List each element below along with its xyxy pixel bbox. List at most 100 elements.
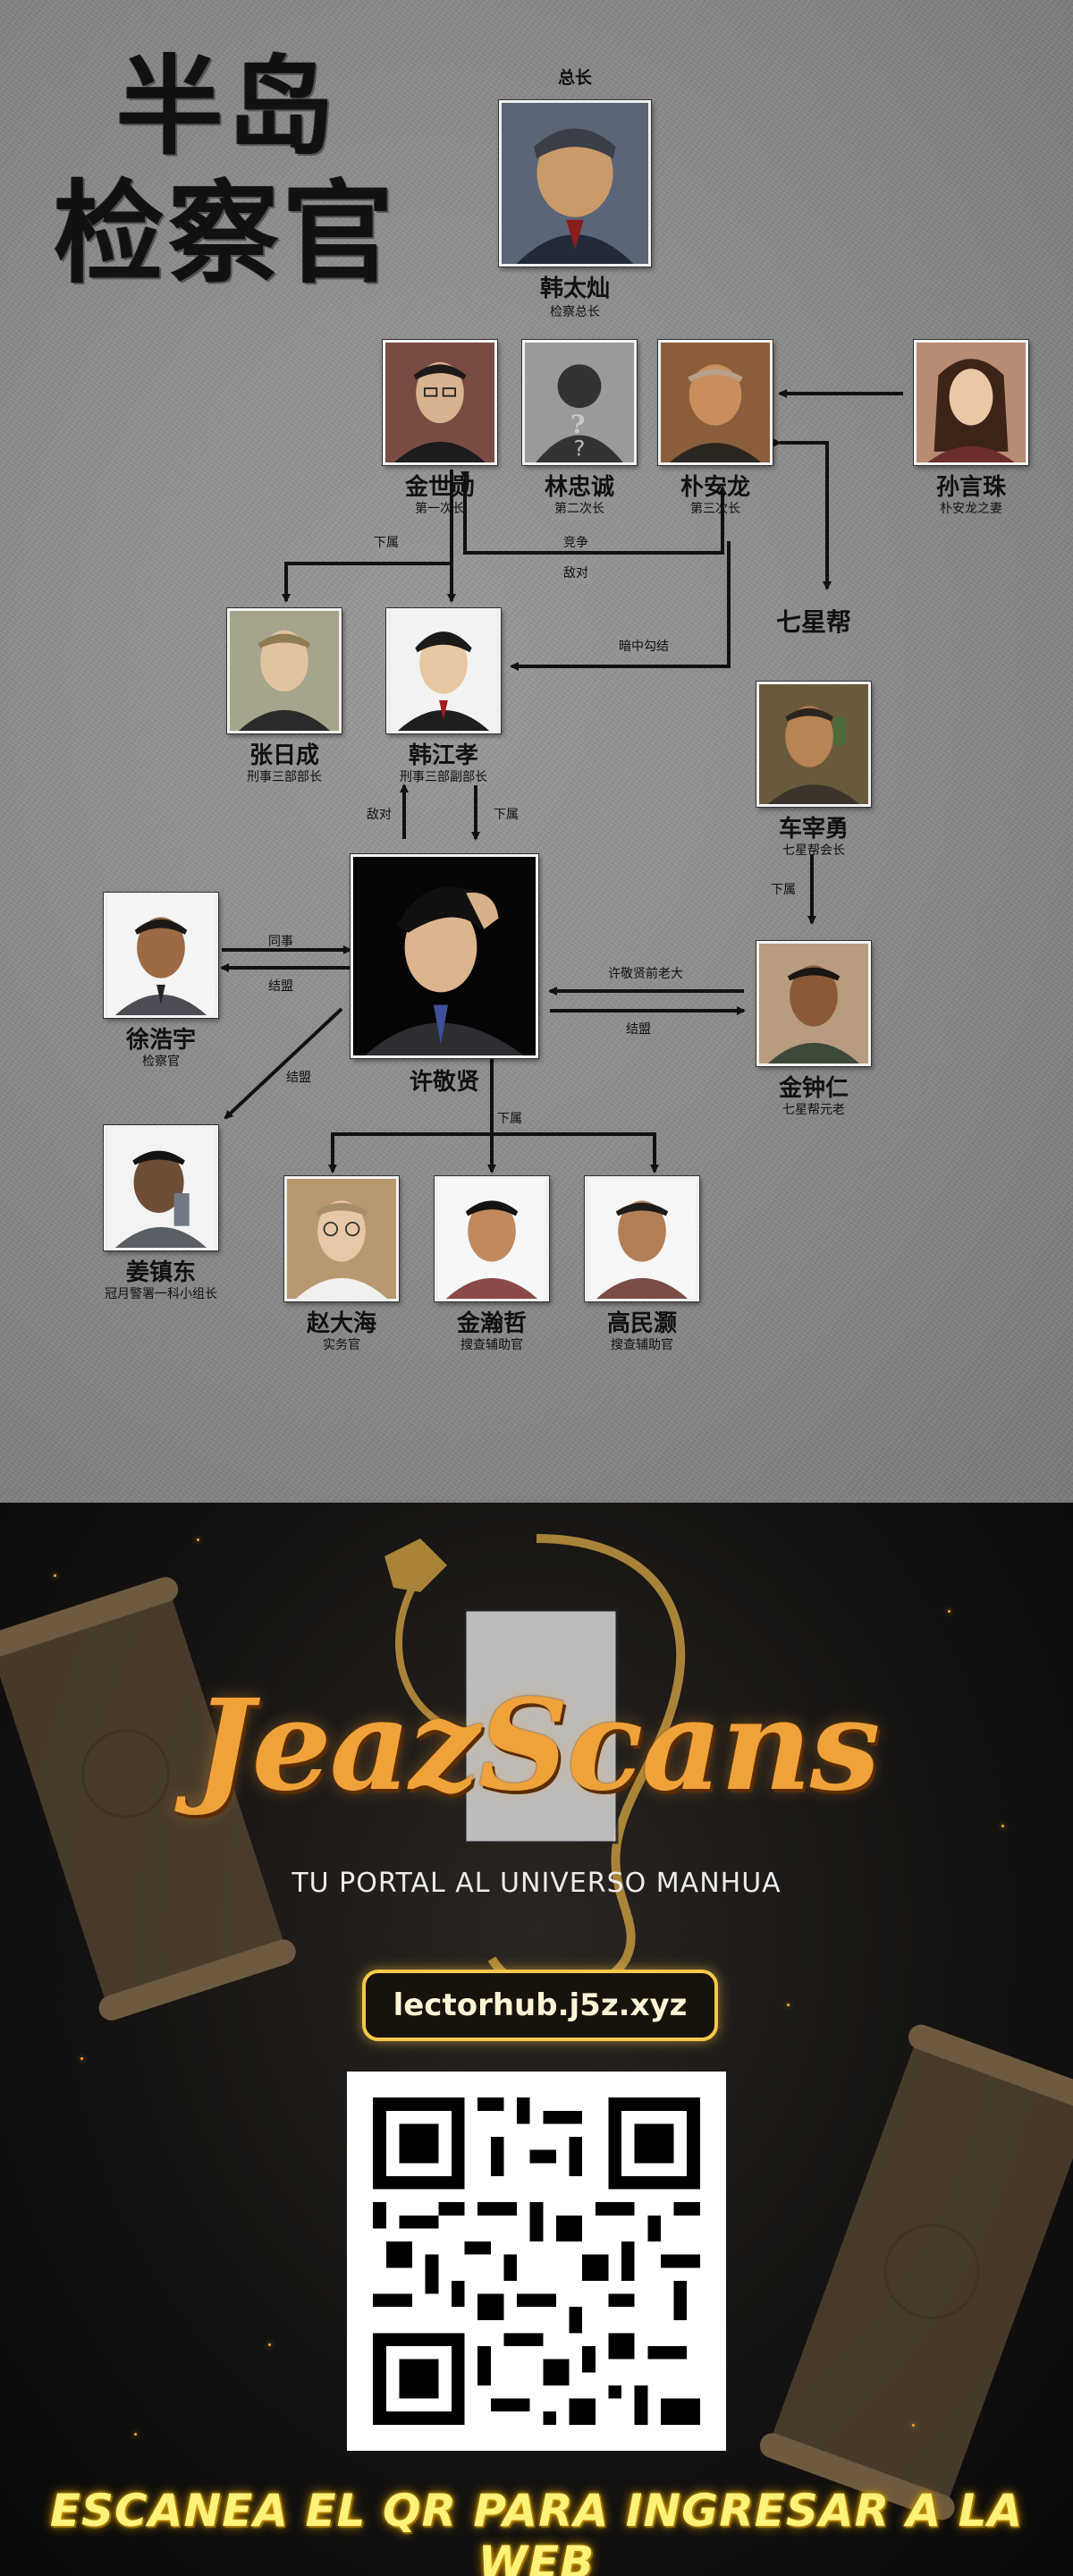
role-sun-yanzhu: 朴安龙之妻 xyxy=(940,502,1002,516)
role-kim-hanzhe: 搜查辅助官 xyxy=(460,1338,523,1352)
name-lin-zhongcheng: 林忠诚 xyxy=(544,474,614,501)
website-url-link[interactable]: lectorhub.j5z.xyz xyxy=(362,1970,718,2041)
label-secret-collusion: 暗中勾结 xyxy=(619,640,669,654)
edge-alliance-3 xyxy=(224,1007,343,1120)
node-han-taecan: 总长 韩太灿 检察总长 xyxy=(499,68,651,319)
portrait-xu-haoyu xyxy=(104,893,218,1018)
name-kim-shixun: 金世勋 xyxy=(404,474,475,501)
name-zhao-dahai: 赵大海 xyxy=(306,1310,376,1337)
qr-code[interactable] xyxy=(347,2072,726,2451)
spark xyxy=(80,2057,83,2060)
spark xyxy=(54,1574,56,1577)
top-label-chief: 总长 xyxy=(557,68,592,88)
spark xyxy=(912,2424,915,2427)
spark xyxy=(858,1771,861,1774)
name-gao-minhao: 高民灏 xyxy=(606,1310,677,1337)
label-alliance-2: 结盟 xyxy=(626,1022,651,1037)
label-old-boss: 许敬贤前老大 xyxy=(608,967,683,981)
brand-tagline: TU PORTAL AL UNIVERSO MANHUA xyxy=(291,1868,782,1899)
label-kim-subordinate: 下属 xyxy=(374,536,399,550)
unknown-mark: ? xyxy=(570,410,586,439)
relationship-connectors xyxy=(220,389,903,1174)
label-rivalry: 竞争 xyxy=(563,536,588,550)
spark xyxy=(268,2343,271,2346)
name-han-jiangxiao: 韩江孝 xyxy=(408,742,478,769)
node-che-zaiyong: 车宰勇 七星帮会长 xyxy=(756,682,871,858)
portrait-park-anlong xyxy=(658,340,773,465)
role-che-zaiyong: 七星帮会长 xyxy=(782,843,845,858)
node-kim-shixun: 金世勋 第一次长 xyxy=(383,340,497,516)
portrait-han-jiangxiao xyxy=(386,608,501,733)
portrait-han-taecan xyxy=(499,100,651,267)
portrait-zhang-richeng xyxy=(227,608,342,733)
role-kim-shixun: 第一次长 xyxy=(415,502,465,516)
node-han-jiangxiao: 韩江孝 刑事三部副部长 xyxy=(386,608,501,784)
spark xyxy=(197,1538,199,1541)
group-label-seven-stars: 七星帮 xyxy=(776,607,852,637)
portrait-unknown: ? xyxy=(522,340,637,465)
title-line-2: 检察官 xyxy=(54,169,398,299)
name-park-anlong: 朴安龙 xyxy=(680,474,750,501)
node-park-anlong: 朴安龙 第三次长 xyxy=(658,340,773,516)
label-alliance-1: 结盟 xyxy=(268,979,293,994)
label-colleague: 同事 xyxy=(268,935,293,949)
label-alliance-3: 结盟 xyxy=(286,1071,311,1085)
node-kim-hanzhe: 金瀚哲 搜查辅助官 xyxy=(435,1176,549,1352)
label-hostile-1: 敌对 xyxy=(563,566,588,580)
spark xyxy=(134,2433,137,2436)
role-jiang-zhendong: 冠月警署一科小组长 xyxy=(105,1287,217,1301)
name-han-taecan: 韩太灿 xyxy=(539,275,610,302)
name-che-zaiyong: 车宰勇 xyxy=(778,816,849,843)
label-hostile-2: 敌对 xyxy=(367,808,392,822)
svg-text:?: ? xyxy=(574,436,586,462)
portrait-che-zaiyong xyxy=(756,682,871,807)
role-kim-zhongren: 七星帮元老 xyxy=(782,1103,845,1117)
portrait-kim-zhongren xyxy=(756,941,871,1066)
node-zhao-dahai: 赵大海 实务官 xyxy=(284,1176,399,1352)
spark xyxy=(1001,1825,1004,1827)
name-kim-zhongren: 金钟仁 xyxy=(778,1075,849,1102)
role-park-anlong: 第三次长 xyxy=(690,502,740,516)
spark xyxy=(787,2004,790,2006)
scroll-left-graphic xyxy=(0,1577,296,2021)
portrait-xu-jingxian xyxy=(351,854,538,1058)
edge-secret-collusion xyxy=(510,541,731,671)
label-che-subordinate: 下属 xyxy=(771,883,796,897)
edge-rivalry xyxy=(460,471,727,555)
portrait-kim-hanzhe xyxy=(435,1176,549,1301)
name-jiang-zhendong: 姜镇东 xyxy=(125,1259,196,1286)
node-lin-zhongcheng: ? ? 林忠诚 第二次长 xyxy=(522,340,637,516)
edge-kim-subordinates xyxy=(282,470,453,603)
portrait-zhao-dahai xyxy=(284,1176,399,1301)
title-line-1: 半岛 xyxy=(116,44,338,170)
promo-banner: JeazScans TU PORTAL AL UNIVERSO MANHUA l… xyxy=(0,1503,1073,2576)
manga-panel-graphic xyxy=(463,1608,619,1844)
name-zhang-richeng: 张日成 xyxy=(249,742,319,769)
character-relationship-chart: 半岛 检察官 xyxy=(0,0,1073,1503)
name-xu-jingxian: 许敬贤 xyxy=(409,1069,479,1096)
portrait-kim-shixun xyxy=(383,340,497,465)
spark xyxy=(948,1610,950,1613)
node-xu-haoyu: 徐浩宇 检察官 xyxy=(104,893,218,1069)
label-han-subordinate: 下属 xyxy=(494,808,519,822)
node-xu-jingxian: 许敬贤 xyxy=(351,854,538,1096)
role-xu-haoyu: 检察官 xyxy=(142,1055,180,1069)
role-han-jiangxiao: 刑事三部副部长 xyxy=(400,770,487,784)
node-kim-zhongren: 金钟仁 七星帮元老 xyxy=(756,941,871,1117)
node-jiang-zhendong: 姜镇东 冠月警署一科小组长 xyxy=(104,1125,218,1301)
brand-logo: JeazScans xyxy=(194,1673,880,1819)
name-xu-haoyu: 徐浩宇 xyxy=(125,1027,196,1054)
edge-park-seven-stars xyxy=(773,438,832,590)
role-zhao-dahai: 实务官 xyxy=(323,1338,360,1352)
portrait-sun-yanzhu xyxy=(914,340,1028,465)
name-kim-hanzhe: 金瀚哲 xyxy=(456,1310,527,1337)
node-zhang-richeng: 张日成 刑事三部部长 xyxy=(227,608,342,784)
label-xu-subordinate: 下属 xyxy=(497,1112,522,1126)
scan-instruction: ESCANEA EL QR PARA INGRESAR A LA WEB xyxy=(49,2485,1024,2576)
role-lin-zhongcheng: 第二次长 xyxy=(554,502,604,516)
node-sun-yanzhu: 孙言珠 朴安龙之妻 xyxy=(914,340,1028,516)
scroll-right-graphic xyxy=(759,2024,1073,2521)
role-zhang-richeng: 刑事三部部长 xyxy=(247,770,322,784)
role-gao-minhao: 搜查辅助官 xyxy=(611,1338,673,1352)
name-sun-yanzhu: 孙言珠 xyxy=(935,474,1006,501)
